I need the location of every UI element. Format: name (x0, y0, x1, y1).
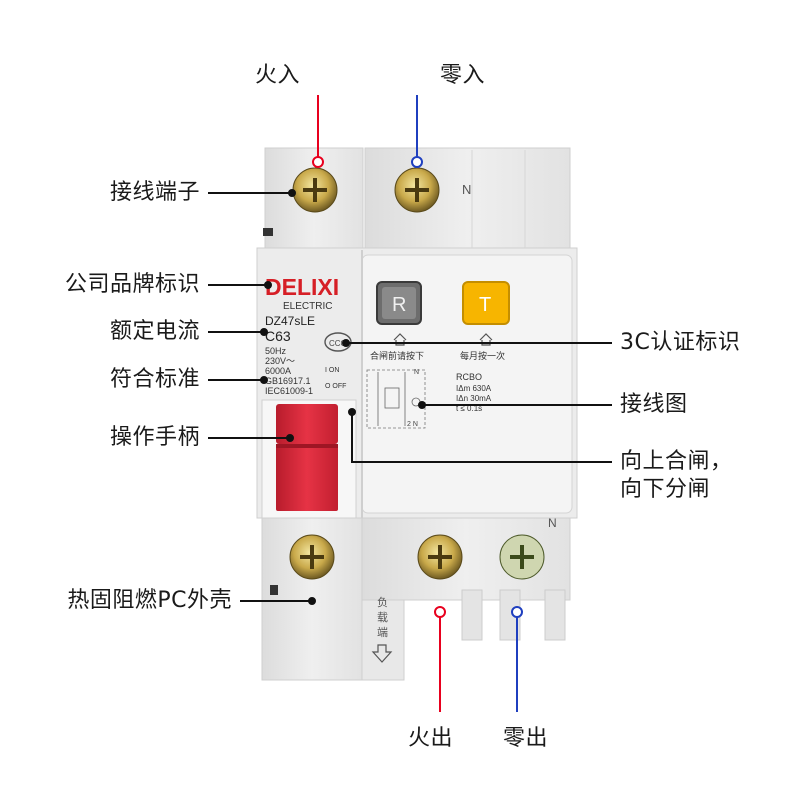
terminal-screw-bottom-right (499, 534, 545, 580)
svg-text:CCC: CCC (329, 339, 347, 348)
brand-subtitle: ELECTRIC (283, 301, 332, 312)
callout-live-in: 火入 (255, 63, 301, 88)
spec-capacity: 6000A (265, 366, 291, 376)
terminal-screw-top-left (292, 167, 338, 213)
test-button[interactable]: T (462, 281, 510, 325)
spec-iec: IEC61009-1 (265, 386, 313, 396)
neutral-mark-top: N (462, 182, 471, 197)
wiring-diagram: N 2 N (366, 369, 426, 429)
svg-text:2 N: 2 N (407, 421, 418, 428)
callout-rated-current: 额定电流 (109, 319, 200, 344)
terminal-screw-top-right (394, 167, 440, 213)
terminal-screw-bottom-left (289, 534, 335, 580)
load-text-3: 端 (377, 626, 388, 639)
spec-gb: GB16917.1 (265, 376, 311, 386)
load-text-2: 载 (377, 611, 388, 624)
callout-standards: 符合标准 (109, 367, 200, 392)
neutral-out-leader (511, 606, 612, 713)
callout-terminal: 接线端子 (109, 180, 200, 205)
svg-text:T: T (479, 294, 491, 316)
svg-text:R: R (392, 294, 406, 316)
neutral-mark-bottom: N (548, 516, 557, 530)
terminal-screw-bottom-mid (417, 534, 463, 580)
callout-neutral-in: 零入 (440, 63, 486, 88)
callout-neutral-out: 零出 (503, 726, 549, 751)
left-leaders (208, 189, 316, 605)
svg-text:N: N (414, 369, 419, 376)
operating-handle[interactable] (261, 399, 357, 519)
live-in-leader (230, 94, 324, 168)
time-label: t ≤ 0.1s (456, 404, 482, 413)
down-arrow-icon (371, 644, 393, 663)
callout-close-up: 向上合闸， (620, 449, 733, 474)
neutral-in-leader (411, 94, 510, 168)
reset-caption: 合闸前请按下 (370, 350, 424, 362)
off-label: O OFF (325, 383, 346, 390)
spec-voltage: 230V～ (265, 356, 295, 366)
callout-wiring: 接线图 (620, 392, 688, 417)
live-out-leader (350, 606, 446, 713)
callout-open-down: 向下分闸 (620, 477, 711, 502)
brand-logo: DELIXI (265, 274, 339, 300)
current-rating: C63 (265, 328, 291, 344)
load-text-1: 负 (377, 595, 388, 609)
callout-brand: 公司品牌标识 (64, 272, 200, 297)
in-label: IΔn 30mA (456, 394, 492, 403)
im-label: IΔm 630A (456, 384, 492, 393)
reset-button[interactable]: R (376, 281, 422, 325)
type-label: RCBO (456, 372, 482, 382)
on-label: I ON (325, 367, 339, 374)
test-caption: 每月按一次 (460, 350, 505, 362)
callout-handle: 操作手柄 (109, 425, 200, 450)
right-leaders (342, 339, 612, 463)
callout-live-out: 火出 (408, 726, 454, 751)
spec-freq: 50Hz (265, 346, 287, 356)
callout-3c: 3C认证标识 (620, 330, 741, 355)
model-number: DZ47sLE (265, 314, 315, 328)
callout-housing: 热固阻燃PC外壳 (67, 588, 232, 613)
